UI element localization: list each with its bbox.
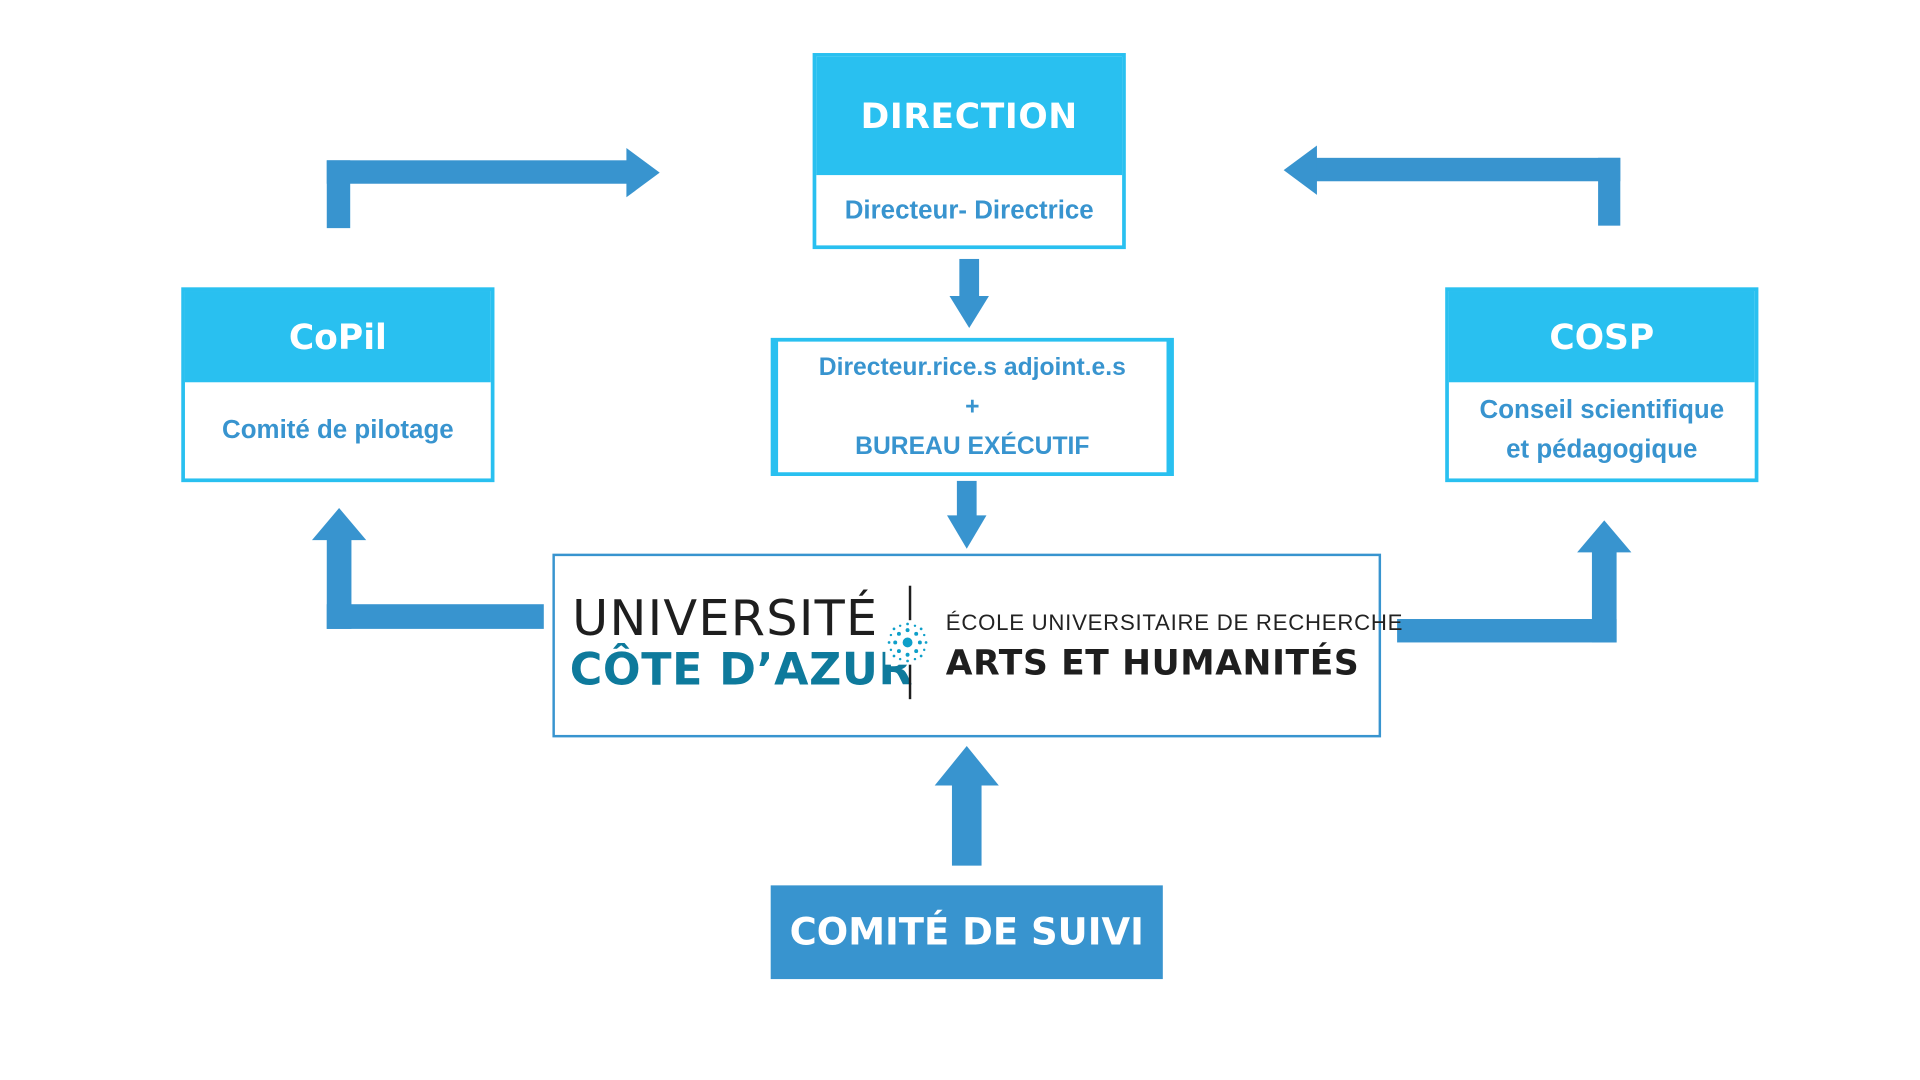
copil-title: CoPil [184, 291, 491, 383]
cosp-subtitle-line: et pédagogique [1506, 435, 1698, 464]
direction-subtitle: Directeur- Directrice [844, 195, 1094, 224]
arrow-direction-to-adjoints [949, 258, 989, 329]
school-type: ÉCOLE UNIVERSITAIRE DE RECHERCHE [945, 610, 1404, 636]
cosp-subtitle-line: Conseil scientifique [1479, 395, 1725, 425]
adjoints-box: Directeur.rice.s adjoint.e.s + BUREAU EX… [770, 337, 1174, 476]
bureau-executif-line: BUREAU EXÉCUTIF [855, 432, 1090, 460]
school-name: ARTS ET HUMANITÉS [945, 642, 1360, 684]
arrow-suivi-to-logo [934, 746, 999, 866]
adjoints-line: Directeur.rice.s adjoint.e.s [818, 353, 1126, 382]
arrow-logo-to-copil [311, 508, 544, 629]
university-name: UNIVERSITÉ [572, 590, 879, 648]
cosp-box: COSP Conseil scientifique et pédagogique [1445, 287, 1759, 483]
cosp-subtitle: Conseil scientifique et pédagogique [1449, 382, 1755, 478]
adjoints-plus: + [965, 393, 980, 421]
direction-box: DIRECTION Directeur- Directrice [812, 53, 1126, 250]
copil-box: CoPil Comité de pilotage [181, 287, 495, 483]
arrow-cosp-to-direction [1283, 145, 1621, 226]
arrow-logo-to-cosp [1397, 520, 1632, 643]
copil-subtitle: Comité de pilotage [222, 415, 454, 444]
arrow-copil-to-direction [326, 147, 660, 229]
sun-dots-icon [885, 620, 930, 665]
arrow-adjoints-to-logo [947, 480, 987, 549]
university-location: CÔTE D’AZUR [569, 644, 914, 696]
university-logo-box: UNIVERSITÉ CÔTE D’AZUR [552, 553, 1402, 738]
direction-title: DIRECTION [816, 56, 1123, 176]
comite-de-suivi-box: COMITÉ DE SUIVI [770, 885, 1163, 980]
cosp-title: COSP [1448, 291, 1755, 383]
